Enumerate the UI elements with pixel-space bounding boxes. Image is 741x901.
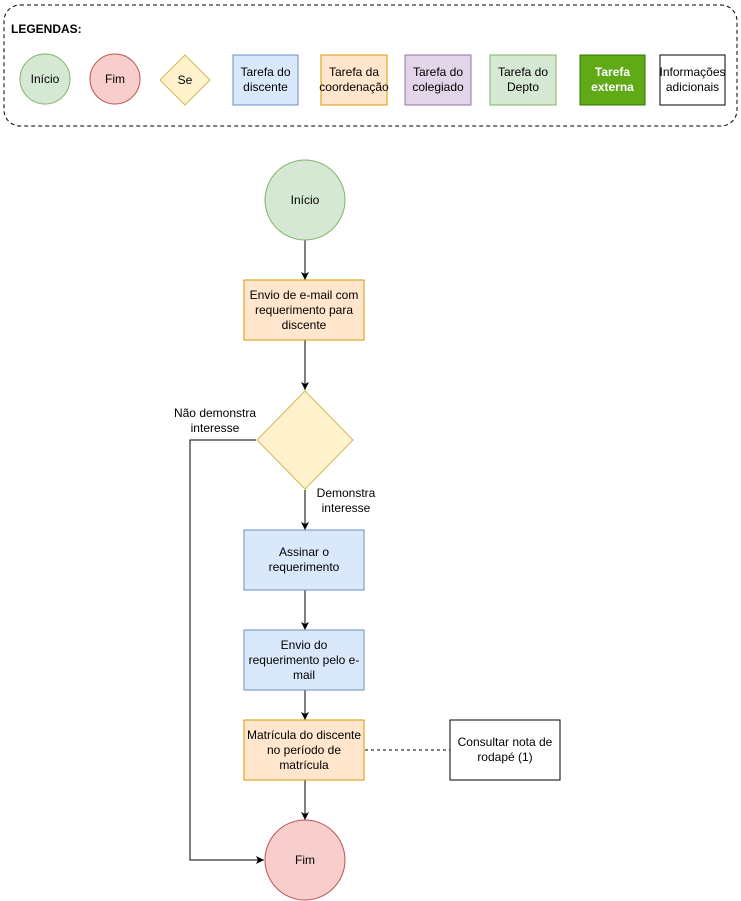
send-by-email-shape [243, 629, 365, 691]
legend-student-label: Tarefa do discente [240, 65, 291, 94]
send-email-shape [243, 279, 365, 341]
enrollment-label: Matrícula do discente no período de matr… [246, 727, 362, 772]
sign-shape [243, 529, 365, 591]
legend-decision-shape [159, 54, 211, 106]
end-node-shape [264, 819, 346, 901]
legend-start-label: Início [30, 71, 60, 86]
note-shape [449, 719, 561, 781]
legend-info-label: Informações adicionais [659, 65, 726, 94]
legend-info-shape [659, 54, 726, 106]
legend-decision-label: Se [177, 72, 193, 87]
legend-title: LEGENDAS: [11, 22, 82, 36]
decision-shape [256, 390, 354, 490]
legend-coordination-label: Tarefa da coordenação [319, 65, 389, 94]
note-label: Consultar nota de rodapé (1) [457, 735, 553, 764]
legend-end-shape [89, 53, 141, 105]
sign-label: Assinar o requerimento [268, 545, 340, 574]
legend-external-label: Tarefa externa [591, 65, 634, 94]
no-interest-label: Não demonstra interesse [173, 406, 257, 435]
end-node-label: Fim [295, 852, 315, 867]
legend-collegiate-shape [404, 54, 472, 106]
start-node-label: Início [290, 192, 320, 207]
enrollment-shape [243, 719, 365, 781]
legend-student-shape [232, 54, 299, 106]
legend-external-shape [579, 54, 646, 106]
send-by-email-label: Envio do requerimento pelo e-mail [248, 637, 360, 682]
legend-start-shape [19, 53, 71, 105]
legend-dept-label: Tarefa do Depto [497, 65, 549, 94]
edge-decision-no-interest-to-end [189, 439, 264, 864]
shows-interest-label: Demonstra interesse [316, 486, 376, 515]
legend-dept-shape [489, 54, 557, 106]
legend-collegiate-label: Tarefa do colegiado [412, 65, 464, 94]
legend-coordination-shape [320, 54, 388, 106]
send-email-label: Envio de e-mail com requerimento para di… [249, 287, 359, 332]
legend-end-label: Fim [105, 71, 125, 86]
start-node-shape [264, 159, 346, 241]
